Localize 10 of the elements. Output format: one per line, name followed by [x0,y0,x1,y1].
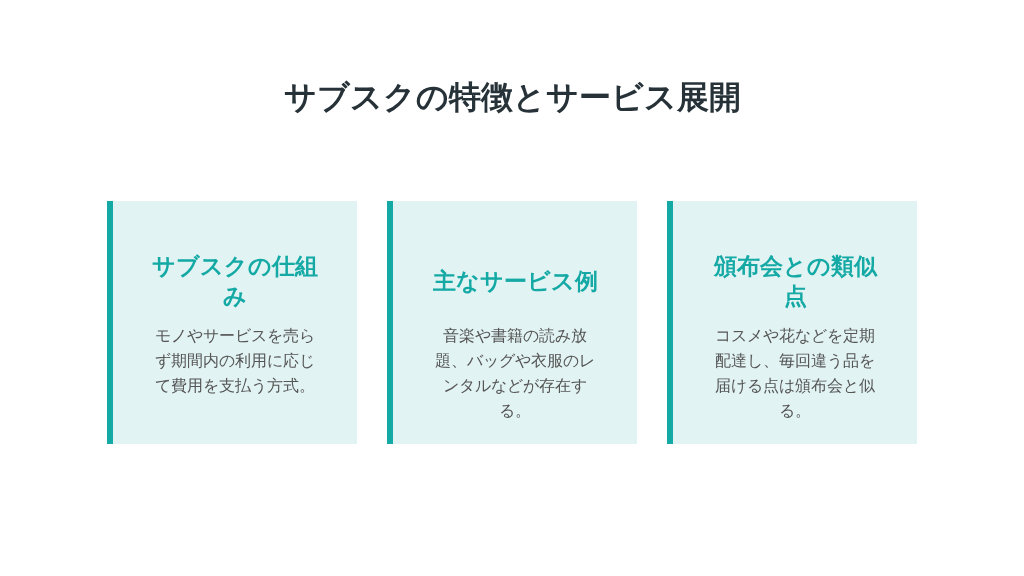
card-body-text: モノやサービスを売らず期間内の利用に応じて費用を支払う方式。 [154,326,316,397]
card [667,201,917,444]
card-body-text: 音楽や書籍の読み放題、バッグや衣服のレンタルなどが存在する。 [434,326,596,422]
card [107,201,357,444]
card-heading: 頒布会との類似点 [712,252,879,311]
title: サブスクの特徴とサービス展開 [282,77,742,118]
card-body-text: コスメや花などを定期配達し、毎回違う品を届ける点は頒布会と似る。 [714,326,876,422]
card [387,201,637,444]
card-heading: サブスクの仕組み [151,252,319,311]
card-heading: 主なサービス例 [431,267,599,296]
